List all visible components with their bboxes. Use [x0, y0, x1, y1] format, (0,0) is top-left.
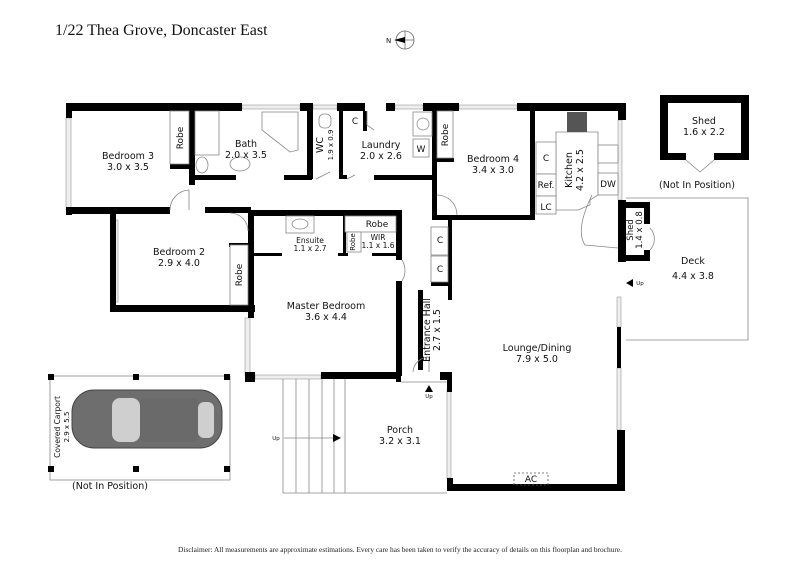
cupboard-label-hall-2: C [437, 265, 443, 275]
room-name-laundry: Laundry [362, 140, 401, 151]
car-icon [71, 389, 223, 449]
linen-cupboard-label: LC [540, 203, 551, 213]
room-size-ensuite: 1.1 x 2.7 [293, 244, 326, 253]
fridge-label: Ref. [538, 181, 555, 191]
room-name-entrance: Entrance Hall [422, 298, 433, 362]
robe-label-ensuite: Robe [349, 233, 357, 251]
room-name-bedroom4: Bedroom 4 [467, 154, 519, 165]
cupboard-label-kitchen: C [543, 154, 549, 164]
up-label-entrance: Up [425, 394, 433, 400]
porch-stairs [282, 379, 345, 494]
disclaimer-text: Disclaimer: All measurements are approxi… [178, 545, 622, 554]
room-name-master: Master Bedroom [287, 301, 365, 312]
room-name-kitchen: Kitchen [564, 152, 575, 188]
room-size-shed: 1.6 x 2.2 [683, 127, 725, 138]
room-name-shed-small: Shed [626, 219, 636, 240]
room-name-carport: Covered Carport [53, 396, 62, 458]
room-size-laundry: 2.0 x 2.6 [360, 151, 402, 162]
room-name-bedroom3: Bedroom 3 [102, 151, 154, 162]
room-size-wir: 1.1 x 1.6 [361, 241, 394, 250]
property-address-title: 1/22 Thea Grove, Doncaster East [55, 22, 268, 39]
air-conditioner-label: AC [525, 475, 537, 485]
carport-not-in-position-note: (Not In Position) [72, 481, 148, 492]
thin-outlines [48, 111, 749, 494]
room-size-carport: 2.9 x 5.5 [63, 412, 71, 443]
robe-label-wir: Robe [366, 220, 389, 230]
washer-label: W [417, 145, 426, 155]
dishwasher-label: DW [600, 180, 616, 190]
room-size-shed-small: 1.4 x 0.8 [635, 211, 645, 248]
cupboard-label-hall-1: C [437, 236, 443, 246]
room-size-bath: 2.0 x 3.5 [225, 150, 267, 161]
shed-not-in-position-note: (Not In Position) [659, 180, 735, 191]
room-size-lounge: 7.9 x 5.0 [516, 354, 558, 365]
compass-north-label: N [386, 37, 391, 45]
robe-label-bedroom4: Robe [441, 123, 451, 146]
room-size-bedroom4: 3.4 x 3.0 [472, 165, 514, 176]
room-name-bedroom2: Bedroom 2 [153, 247, 205, 258]
robe-label-bedroom3: Robe [176, 126, 186, 149]
room-size-kitchen: 4.2 x 2.5 [575, 149, 586, 191]
cupboard-label-laundry: C [352, 117, 358, 127]
room-name-wc: WC [315, 137, 326, 153]
room-size-bedroom3: 3.0 x 3.5 [107, 162, 149, 173]
room-size-bedroom2: 2.9 x 4.0 [158, 258, 200, 269]
room-name-bath: Bath [235, 139, 257, 150]
room-size-master: 3.6 x 4.4 [305, 312, 347, 323]
room-name-deck: Deck [681, 256, 705, 267]
robe-label-bedroom2: Robe [235, 263, 245, 286]
room-name-wir: WIR [371, 233, 386, 242]
up-label-stairs: Up [272, 436, 280, 442]
room-name-ensuite: Ensuite [296, 236, 324, 245]
room-name-lounge: Lounge/Dining [503, 343, 572, 354]
fixtures [169, 110, 633, 486]
room-name-shed: Shed [692, 116, 716, 127]
room-size-entrance: 2.7 x 1.5 [432, 309, 443, 351]
room-size-deck: 4.4 x 3.8 [672, 271, 714, 282]
up-label-deck: Up [636, 281, 644, 287]
north-compass-icon: N [386, 30, 415, 50]
room-size-wc: 1.9 x 0.9 [327, 130, 335, 161]
room-name-porch: Porch [387, 425, 413, 436]
room-size-porch: 3.2 x 3.1 [379, 436, 421, 447]
walls [66, 95, 749, 491]
